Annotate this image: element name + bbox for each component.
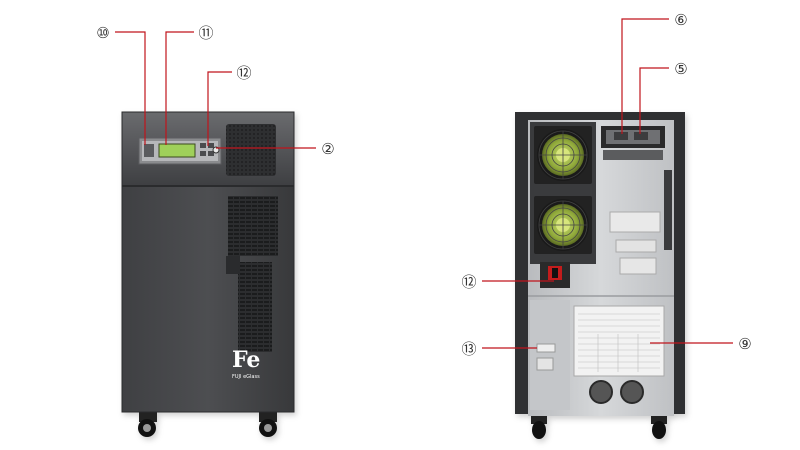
leader-11 [165, 31, 194, 145]
callout-2: ② [317, 137, 339, 159]
callout-6-label: ⑥ [674, 11, 687, 29]
callout-9-label: ⑨ [738, 335, 751, 353]
front-logo: Fe FUJI eGlass [232, 347, 260, 380]
front-leader-lines [115, 31, 316, 149]
panel-buttons-right [200, 143, 214, 156]
rear-wheel-left [531, 414, 547, 439]
front-control-panel [138, 137, 222, 165]
rear-connector-bay [601, 126, 665, 160]
front-top-fan-grille [226, 124, 276, 176]
logo-text: Fe [232, 347, 260, 373]
panel-buttons-left [144, 144, 154, 157]
callout-13: ⑬ [458, 337, 480, 359]
callout-2-label: ② [321, 140, 334, 158]
callout-12-rear: ⑫ [458, 270, 480, 292]
rear-cable-hole-right [620, 380, 644, 404]
lcd-display [158, 143, 196, 158]
callout-6: ⑥ [670, 8, 692, 30]
rear-leader-lines [482, 18, 733, 349]
rear-wheel-right [651, 414, 667, 439]
rear-fan-lower [534, 196, 592, 254]
leader-12-front [207, 71, 232, 146]
rear-fan-upper [534, 126, 592, 184]
front-wheel-right [259, 410, 277, 437]
callout-9: ⑨ [734, 332, 756, 354]
front-vent-lower [238, 262, 272, 352]
callout-11-label: ⑪ [198, 24, 213, 42]
rear-label-mid [609, 211, 661, 233]
front-wheel-left [138, 410, 157, 437]
leader-10 [115, 31, 146, 145]
callout-12-rear-label: ⑫ [461, 273, 476, 291]
callout-10: ⑩ [92, 21, 114, 43]
callout-13-label: ⑬ [461, 340, 476, 358]
leader-6 [621, 18, 669, 134]
callout-5-label: ⑤ [674, 60, 687, 78]
callout-12-front-label: ⑫ [236, 64, 251, 82]
rear-label-small [536, 343, 556, 353]
rear-view-unit [515, 112, 685, 439]
callout-11: ⑪ [195, 21, 217, 43]
leader-5 [639, 67, 669, 134]
front-vent-upper [228, 196, 278, 256]
rear-rating-label [573, 305, 665, 377]
callout-10-label: ⑩ [96, 24, 109, 42]
callout-12-front: ⑫ [233, 61, 255, 83]
callout-5: ⑤ [670, 57, 692, 79]
logo-brand-small: FUJI eGlass [232, 374, 260, 380]
rear-cable-hole-left [589, 380, 613, 404]
front-view-unit: Fe FUJI eGlass [121, 111, 295, 437]
rear-input-breaker [540, 262, 570, 288]
